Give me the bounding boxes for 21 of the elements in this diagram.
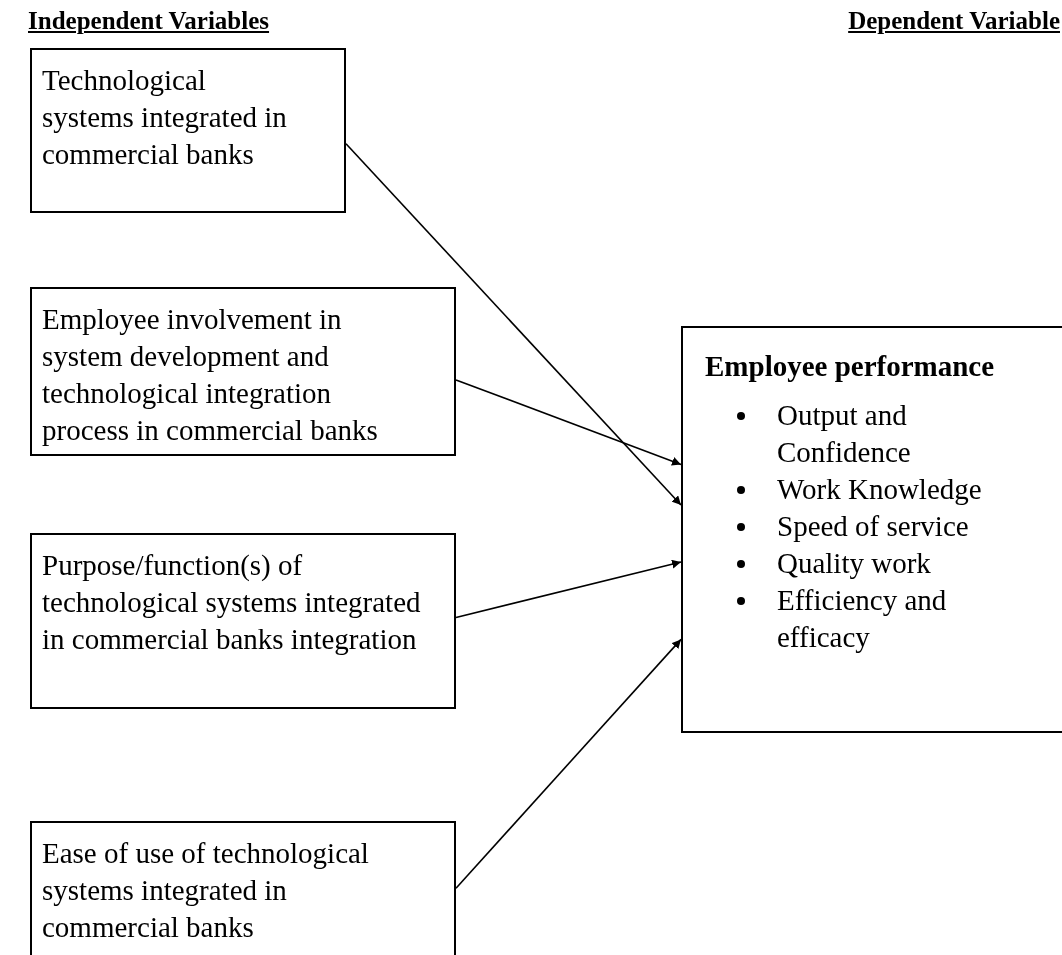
box-text: Technological systems integrated in commercial banks (42, 64, 287, 170)
column-heading: Independent Variables (28, 6, 270, 36)
bullet-item: Efficiency and efficacy (777, 583, 948, 655)
bullet-item: Work Knowledge (777, 472, 982, 507)
arrow (345, 142, 682, 506)
bullet-item: Quality work (777, 546, 931, 581)
variable-box (30, 48, 346, 213)
arrow (455, 638, 682, 889)
bullet-item: Output and Confidence (777, 398, 912, 470)
variable-box (30, 533, 456, 709)
box-text: Ease of use of technological systems integrated in commercial banks (42, 837, 369, 943)
bullet-item: Speed of service (777, 509, 969, 544)
box-text: Employee involvement in system development and technological integration process in commercial banks (42, 303, 378, 446)
box-text: Purpose/function(s) of technological systems integrated in commercial banks integration (42, 549, 421, 655)
arrow (455, 379, 682, 466)
variable-box (30, 287, 456, 456)
box-heading: Employee performance (705, 349, 996, 384)
arrow (455, 559, 682, 619)
column-heading: Dependent Variable (848, 6, 1060, 36)
variable-box (30, 821, 456, 955)
outcome-box (681, 326, 1062, 733)
